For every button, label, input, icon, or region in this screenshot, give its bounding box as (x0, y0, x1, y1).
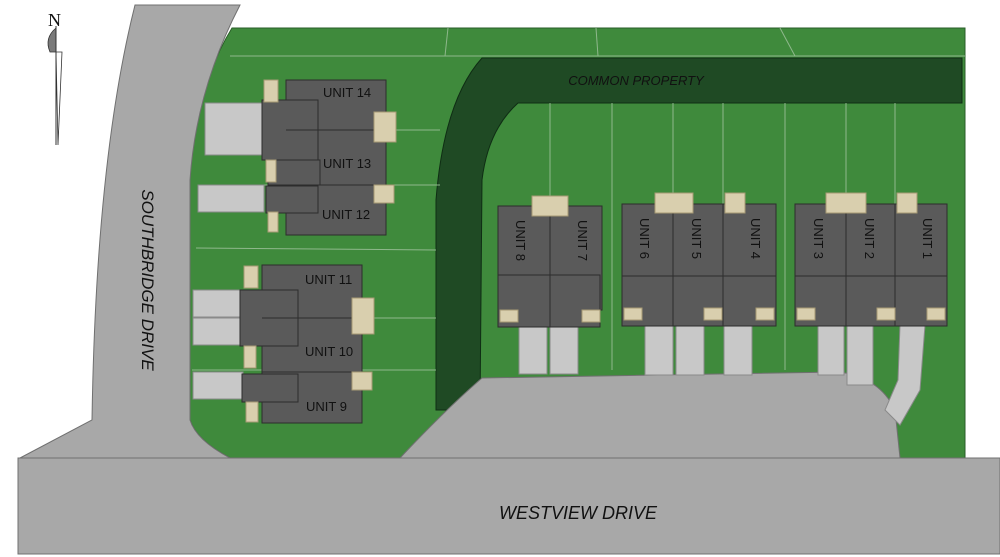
unit-13-label: UNIT 13 (323, 156, 371, 171)
unit-11-label: UNIT 11 (305, 272, 352, 287)
building-units-4-6 (621, 203, 777, 327)
top-lot-lines (230, 27, 965, 57)
east-driveways (518, 321, 926, 426)
unit-1-label: UNIT 1 (920, 218, 935, 259)
unit-4-label: UNIT 4 (748, 218, 763, 259)
building-units-9-11 (239, 264, 363, 424)
building-units-7-8 (497, 205, 603, 328)
porches-units-12-14 (263, 79, 397, 233)
unit-10-label: UNIT 10 (305, 344, 353, 359)
unit-2-label: UNIT 2 (862, 218, 877, 259)
porches-units-1-3 (796, 192, 946, 321)
internal-driveway-court (398, 371, 901, 459)
westview-drive-label: WESTVIEW DRIVE (499, 503, 658, 523)
porches-units-7-8 (499, 195, 601, 323)
unit-5-label: UNIT 5 (689, 218, 704, 259)
unit-3-label: UNIT 3 (811, 218, 826, 259)
southbridge-drive-label: SOUTHBRIDGE DRIVE (138, 189, 157, 371)
unit-7-label: UNIT 7 (575, 220, 590, 261)
unit-14-label: UNIT 14 (323, 85, 371, 100)
southbridge-drive-road (19, 4, 241, 459)
building-units-1-3 (794, 203, 948, 327)
porches-units-9-11 (243, 265, 375, 423)
porches-units-4-6 (623, 192, 775, 321)
unit-8-label: UNIT 8 (513, 220, 528, 261)
east-lot-lines (549, 103, 896, 370)
unit-12-label: UNIT 12 (322, 207, 370, 222)
west-driveways (192, 102, 266, 400)
common-property-label: COMMON PROPERTY (568, 73, 705, 88)
unit-9-label: UNIT 9 (306, 399, 347, 414)
building-units-12-14 (261, 79, 387, 236)
north-arrow-icon: N (47, 10, 63, 146)
north-arrow-label: N (48, 10, 61, 30)
unit-6-label: UNIT 6 (637, 218, 652, 259)
